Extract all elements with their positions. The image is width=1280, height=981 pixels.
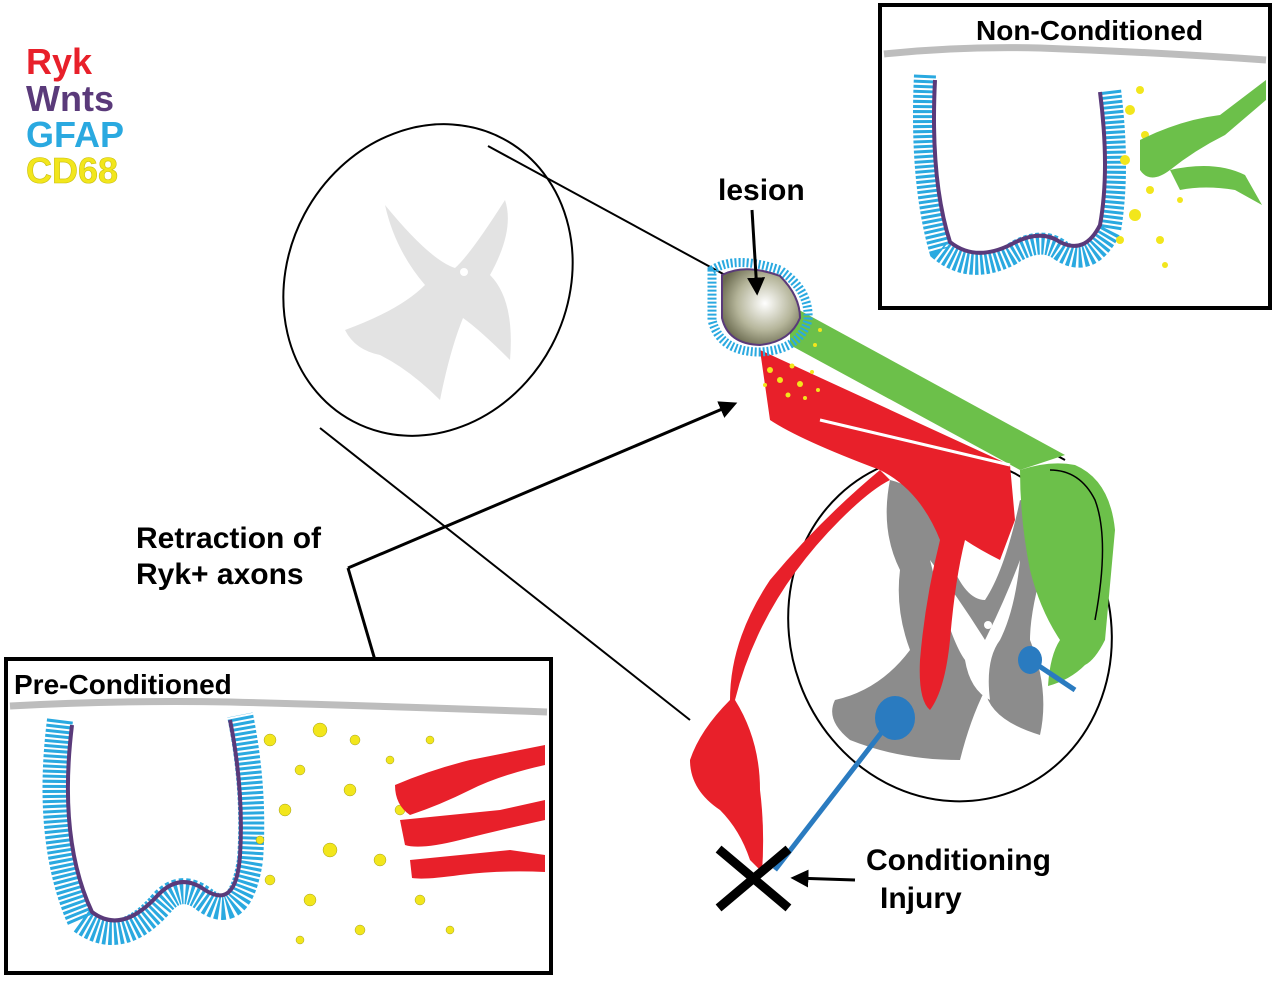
- arrow-icon: [790, 869, 856, 888]
- inset-title-pre-conditioned: Pre-Conditioned: [14, 669, 232, 700]
- legend-cd68: CD68: [26, 150, 118, 191]
- annotations: lesion Retraction of Ryk+ axons Conditio…: [136, 174, 1051, 915]
- cross-mark-icon: [715, 845, 792, 912]
- label-lesion: lesion: [718, 174, 805, 207]
- inset-title-non-conditioned: Non-Conditioned: [976, 15, 1203, 46]
- arrow-icon: [747, 209, 766, 296]
- legend-gfap: GFAP: [26, 114, 124, 155]
- arrow-icon: [347, 401, 738, 570]
- legend-ryk: Ryk: [26, 41, 93, 82]
- sensory-nerves: [773, 646, 1077, 872]
- legend: Ryk Wnts GFAP CD68: [26, 41, 124, 191]
- label-retraction-line2: Ryk+ axons: [136, 558, 304, 591]
- inset-non-conditioned: Non-Conditioned: [878, 3, 1272, 310]
- legend-wnts: Wnts: [26, 78, 114, 119]
- inset-pre-conditioned: Pre-Conditioned: [4, 657, 553, 975]
- label-retraction-line1: Retraction of: [136, 522, 322, 555]
- green-axon-tract: [790, 305, 1115, 686]
- grey-matter-back: [345, 200, 511, 400]
- label-conditioning-line1: Conditioning: [866, 844, 1051, 877]
- red-axon-tract: [690, 350, 1015, 872]
- label-conditioning-line2: Injury: [880, 882, 962, 915]
